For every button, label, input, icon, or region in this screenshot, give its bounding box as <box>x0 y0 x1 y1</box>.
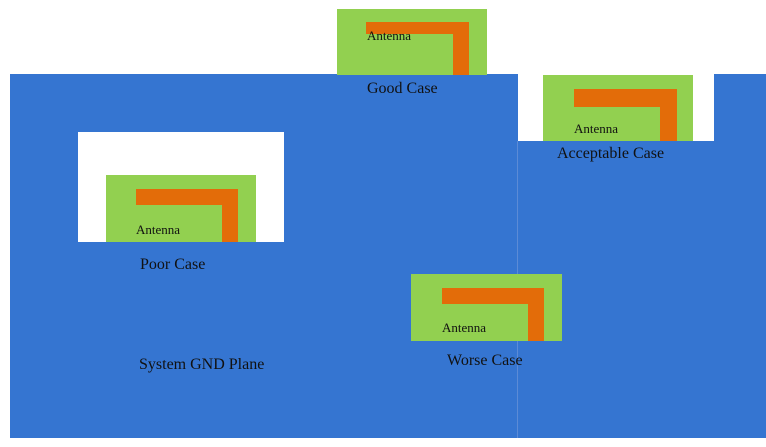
worse-case-antenna-pad: Antenna <box>411 274 562 341</box>
acceptable-case-antenna-element <box>543 75 693 141</box>
acceptable-case-antenna-label: Antenna <box>574 121 619 136</box>
worse-case-antenna-element <box>411 274 562 341</box>
gnd-plane-right-strip <box>714 74 766 438</box>
gnd-plane-label: System GND Plane <box>139 356 265 373</box>
poor-case-antenna-label: Antenna <box>136 222 181 237</box>
acceptable-case-antenna-pad: Antenna <box>543 75 693 141</box>
good-case-label: Good Case <box>367 80 438 97</box>
gnd-plane-main <box>10 74 518 438</box>
acceptable-case-label: Acceptable Case <box>557 145 665 162</box>
good-case-antenna-element <box>337 9 487 75</box>
worse-case-antenna-label: Antenna <box>442 320 487 335</box>
poor-case-antenna-pad: Antenna <box>106 175 256 242</box>
poor-case-antenna-element <box>106 175 256 242</box>
poor-case-label: Poor Case <box>140 256 206 273</box>
good-case-antenna-label: Antenna <box>367 28 412 43</box>
worse-case-label: Worse Case <box>447 352 523 369</box>
good-case-antenna-pad: Antenna <box>337 9 487 75</box>
